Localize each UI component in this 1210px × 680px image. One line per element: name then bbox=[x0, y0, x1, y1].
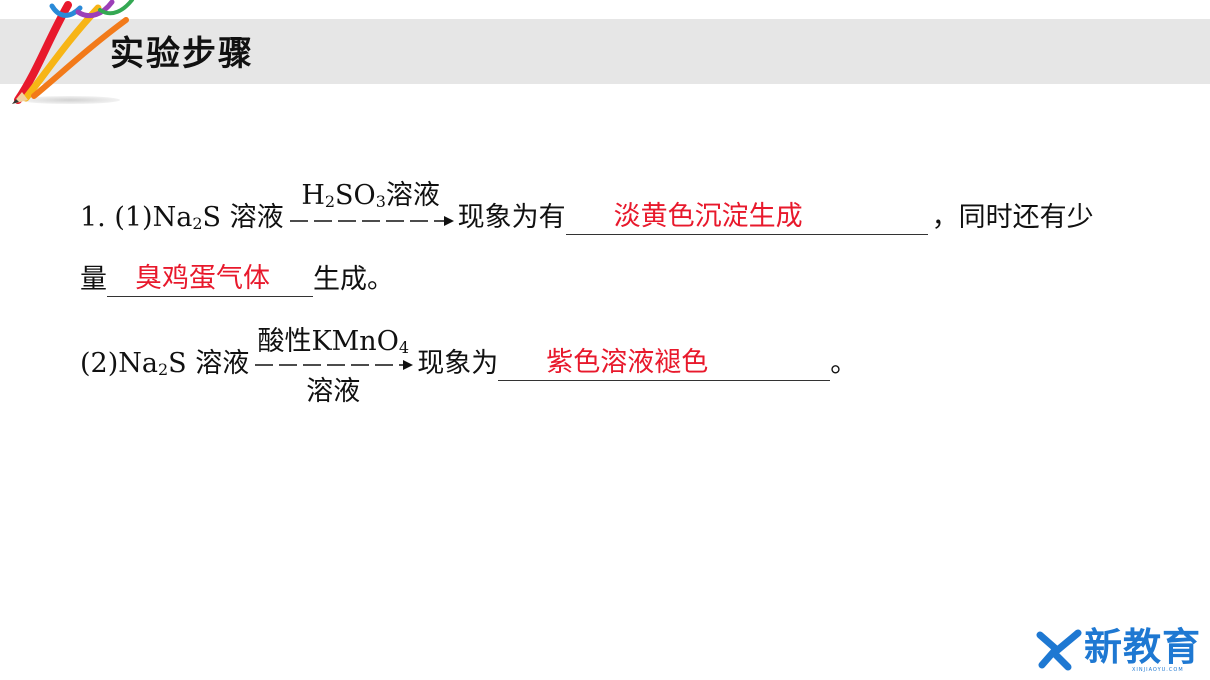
step2-prefix: (2)Na2S 溶液 bbox=[80, 348, 250, 379]
step2-line: (2)Na2S 溶液 酸性KMnO4 溶液 现象为 紫色溶液褪色 。 bbox=[80, 327, 858, 407]
brand-sub: XINJIAOYU.COM bbox=[1132, 667, 1184, 673]
header-shadow bbox=[20, 96, 120, 104]
step2-ending: 。 bbox=[830, 348, 858, 379]
pencil-logo-icon bbox=[12, 0, 134, 104]
step1-line2: 量 臭鸡蛋气体 生成。 bbox=[80, 262, 394, 297]
header-band bbox=[0, 19, 1210, 84]
step2-arrow-label-top: 酸性KMnO4 bbox=[257, 326, 410, 357]
arrow-right-icon bbox=[289, 216, 454, 226]
step2-reaction-arrow: 酸性KMnO4 溶液 bbox=[253, 327, 414, 407]
step1-text-after-answer2: 生成。 bbox=[313, 264, 394, 295]
brand-logo: 新教育 XINJIAOYU.COM bbox=[1036, 625, 1206, 675]
step1-arrow-label: H2SO3溶液 bbox=[301, 180, 440, 211]
brand-mark-icon bbox=[1036, 629, 1082, 671]
step2-text-after-arrow: 现象为 bbox=[417, 348, 499, 379]
brand-name: 新教育 bbox=[1084, 625, 1202, 669]
step2-arrow-label-bottom: 溶液 bbox=[306, 376, 361, 407]
step1-prefix: 1. (1)Na2S 溶液 bbox=[80, 202, 284, 233]
step1-answer-blank2: 臭鸡蛋气体 bbox=[107, 262, 313, 297]
step1-text-after-arrow: 现象为有 bbox=[457, 202, 566, 233]
step2-answer-blank: 紫色溶液褪色 bbox=[498, 346, 831, 381]
step1-line1: 1. (1)Na2S 溶液 H2SO3溶液 现象为有 淡黄色沉淀生成 ，同时还有… bbox=[80, 181, 1094, 235]
step1-answer-blank1: 淡黄色沉淀生成 bbox=[565, 200, 928, 235]
step1-reaction-arrow: H2SO3溶液 bbox=[288, 181, 454, 235]
step1-text-after-answer1: ，同时还有少 bbox=[931, 202, 1094, 233]
section-title: 实验步骤 bbox=[110, 34, 254, 74]
step1-line2-prefix: 量 bbox=[80, 264, 107, 295]
arrow-right-icon bbox=[255, 360, 414, 370]
